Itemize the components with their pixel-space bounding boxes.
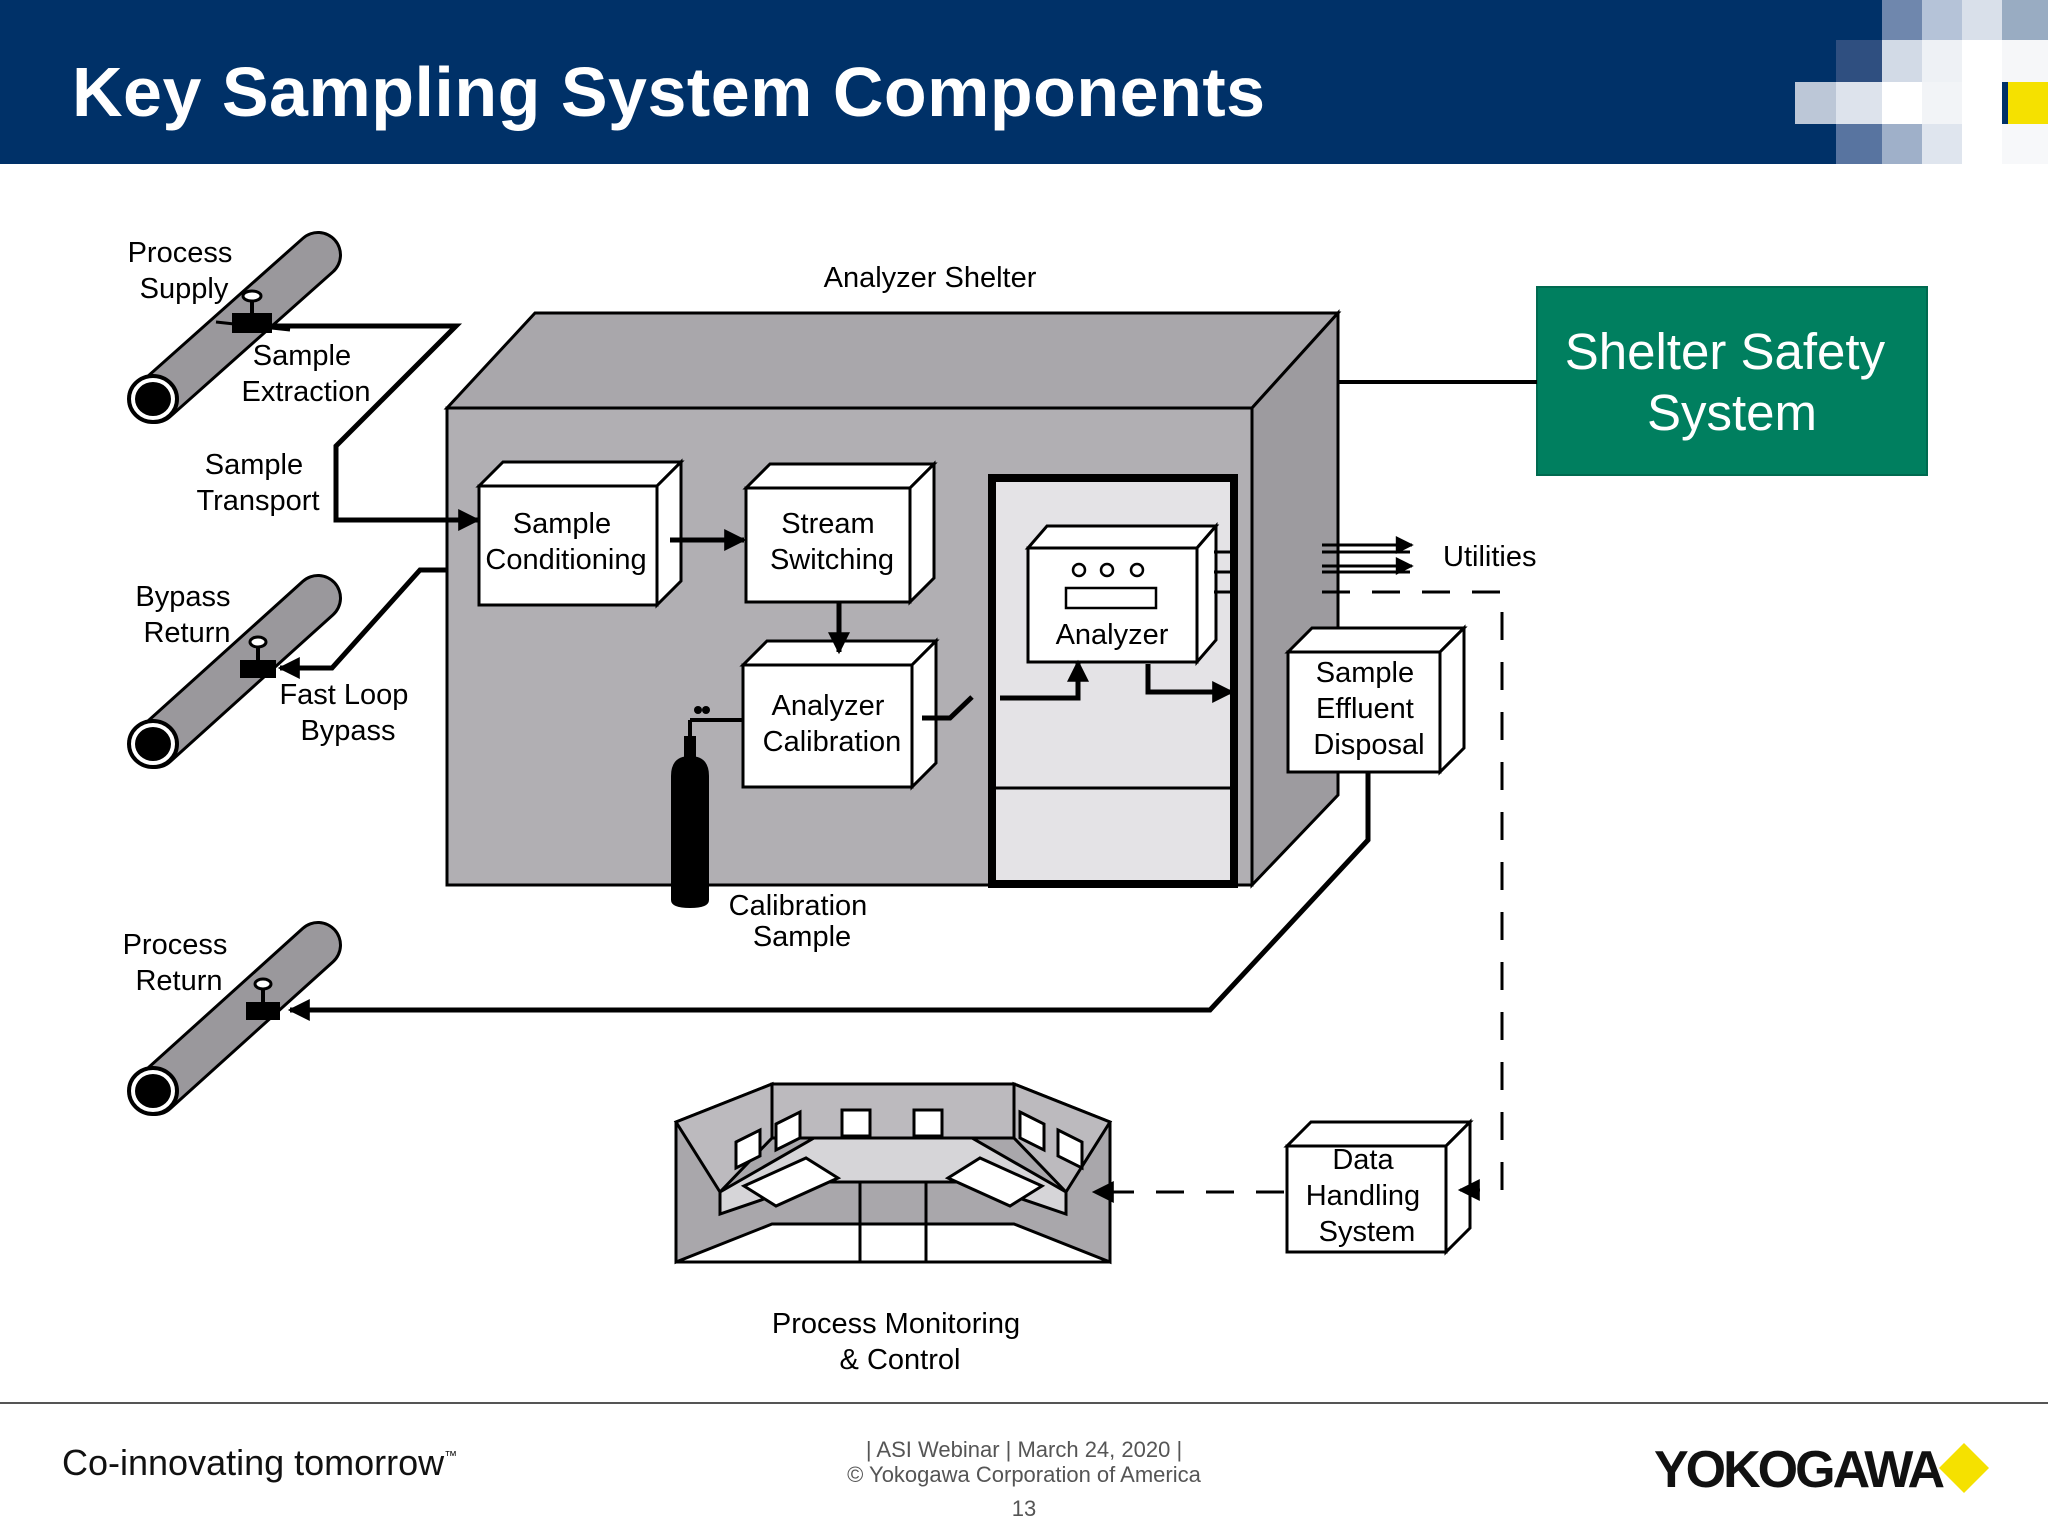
sample-conditioning-box — [475, 458, 685, 609]
process-return-label: Process Return — [123, 929, 236, 997]
header-decoration — [1795, 0, 2048, 164]
process-monitoring-control-label: Process Monitoring & Control — [772, 1308, 1028, 1376]
sample-effluent-disposal-box — [1284, 624, 1468, 776]
bypass-return-label: Bypass Return — [135, 581, 238, 649]
fast-loop-bypass-line — [277, 567, 447, 679]
sample-transport-label: Sample Transport — [196, 449, 319, 517]
stream-switching-label: Stream Switching — [770, 508, 894, 576]
brand-logo: YOKOGAWA — [1654, 1441, 1945, 1499]
tagline: Co-innovating tomorrow™ — [62, 1442, 458, 1483]
event-info: | ASI Webinar | March 24, 2020 | — [865, 1437, 1183, 1462]
analyzer-calibration-label: Analyzer Calibration — [763, 690, 902, 758]
analyzer-label: Analyzer — [1056, 619, 1169, 651]
analyzer-display-icon — [1064, 586, 1158, 610]
sample-transport-line — [254, 323, 481, 531]
calibration-cylinder-icon — [671, 706, 743, 908]
analyzer-outlet-line — [1145, 664, 1235, 703]
footer-divider — [0, 1402, 2048, 1404]
process-return-pipe — [127, 921, 342, 1116]
effluent-return-line — [287, 772, 1371, 1021]
page-number: 13 — [1011, 1496, 1037, 1521]
bypass-return-pipe — [127, 574, 342, 769]
utilities-lines — [1214, 536, 1414, 594]
fast-loop-bypass-label: Fast Loop Bypass — [279, 679, 416, 747]
shelter-safety-system-label: Shelter Safety System — [1565, 323, 1900, 441]
shelter-safety-system-box — [1536, 286, 1928, 476]
slide-title: Key Sampling System Components — [72, 53, 1266, 131]
utilities-label: Utilities — [1443, 541, 1536, 573]
supply-valve-icon — [215, 289, 291, 333]
calibration-sample-label: Calibration Sample — [729, 890, 876, 953]
control-console-icon — [673, 1081, 1113, 1265]
process-supply-label: Process Supply — [128, 237, 241, 305]
sampling-system-diagram: Process Supply Sample Extraction Sample … — [123, 231, 1928, 1376]
sample-conditioning-label: Sample Conditioning — [485, 508, 646, 576]
brand-diamond-icon — [1939, 1443, 1989, 1493]
data-handling-system-label: Data Handling System — [1306, 1144, 1429, 1248]
return-valve-icon — [246, 977, 280, 1020]
analyzer-indicator-icon — [1071, 562, 1087, 578]
calibration-outlet-line — [922, 695, 974, 721]
analyzer-box — [1024, 521, 1220, 667]
copyright-text: © Yokogawa Corporation of America — [847, 1462, 1201, 1487]
header-bar: Key Sampling System Components — [0, 0, 2048, 164]
bypass-valve-icon — [240, 635, 276, 678]
analyzer-inlet-line — [1000, 659, 1089, 701]
sample-extraction-label: Sample Extraction — [242, 340, 371, 408]
stream-switching-box — [742, 460, 938, 606]
analyzer-shelter-label: Analyzer Shelter — [824, 262, 1037, 294]
sample-effluent-disposal-label: Sample Effluent Disposal — [1313, 657, 1424, 761]
